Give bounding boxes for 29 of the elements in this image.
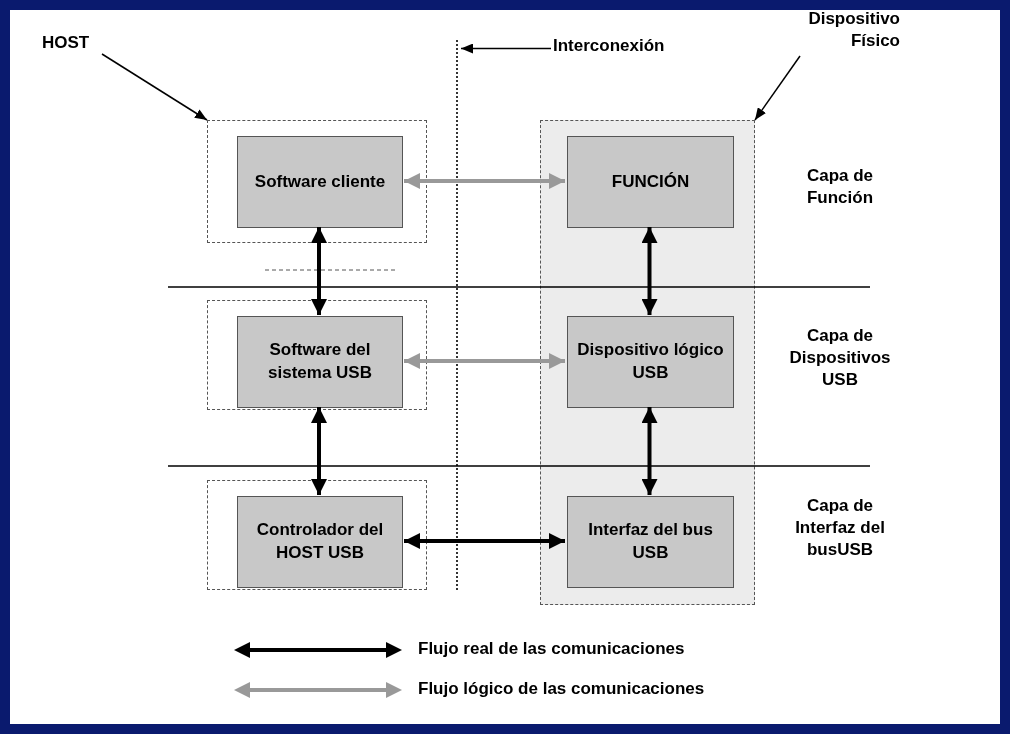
- legend-text: Flujo real de las comunicaciones: [418, 638, 685, 660]
- double-arrow: [404, 173, 565, 189]
- double-arrow: [404, 533, 565, 549]
- process-box: FUNCIÓN: [567, 136, 734, 228]
- double-arrow: [311, 407, 327, 495]
- dashed-group-box: [207, 480, 427, 590]
- callout-text: Dispositivo Físico: [800, 10, 900, 56]
- leader-line: [754, 55, 801, 121]
- dashed-group-box: [207, 120, 427, 243]
- process-box: Software del sistema USB: [237, 316, 403, 408]
- double-arrow: [311, 227, 327, 315]
- process-box: Software cliente: [237, 136, 403, 228]
- dashed-group-box: [207, 300, 427, 410]
- callout-text: HOST: [42, 32, 102, 54]
- dashed-group-box: [540, 120, 755, 605]
- layer-label: Capa de Función: [805, 165, 875, 210]
- leader-line: [101, 53, 208, 121]
- layer-label: Capa de Interfaz del busUSB: [794, 495, 886, 562]
- legend-text: Flujo lógico de las comunicaciones: [418, 678, 705, 700]
- callout-text: Interconexión: [553, 35, 683, 57]
- process-box: Interfaz del bus USB: [567, 496, 734, 588]
- double-arrow: [641, 227, 658, 315]
- layer-label: Capa de Dispositivos USB: [788, 325, 892, 392]
- process-box: Dispositivo lógico USB: [567, 316, 734, 408]
- double-arrow: [404, 353, 565, 369]
- double-arrow: [641, 407, 658, 495]
- process-box: Controlador del HOST USB: [237, 496, 403, 588]
- leader-line: [460, 43, 552, 54]
- interconnect-line: [456, 40, 460, 590]
